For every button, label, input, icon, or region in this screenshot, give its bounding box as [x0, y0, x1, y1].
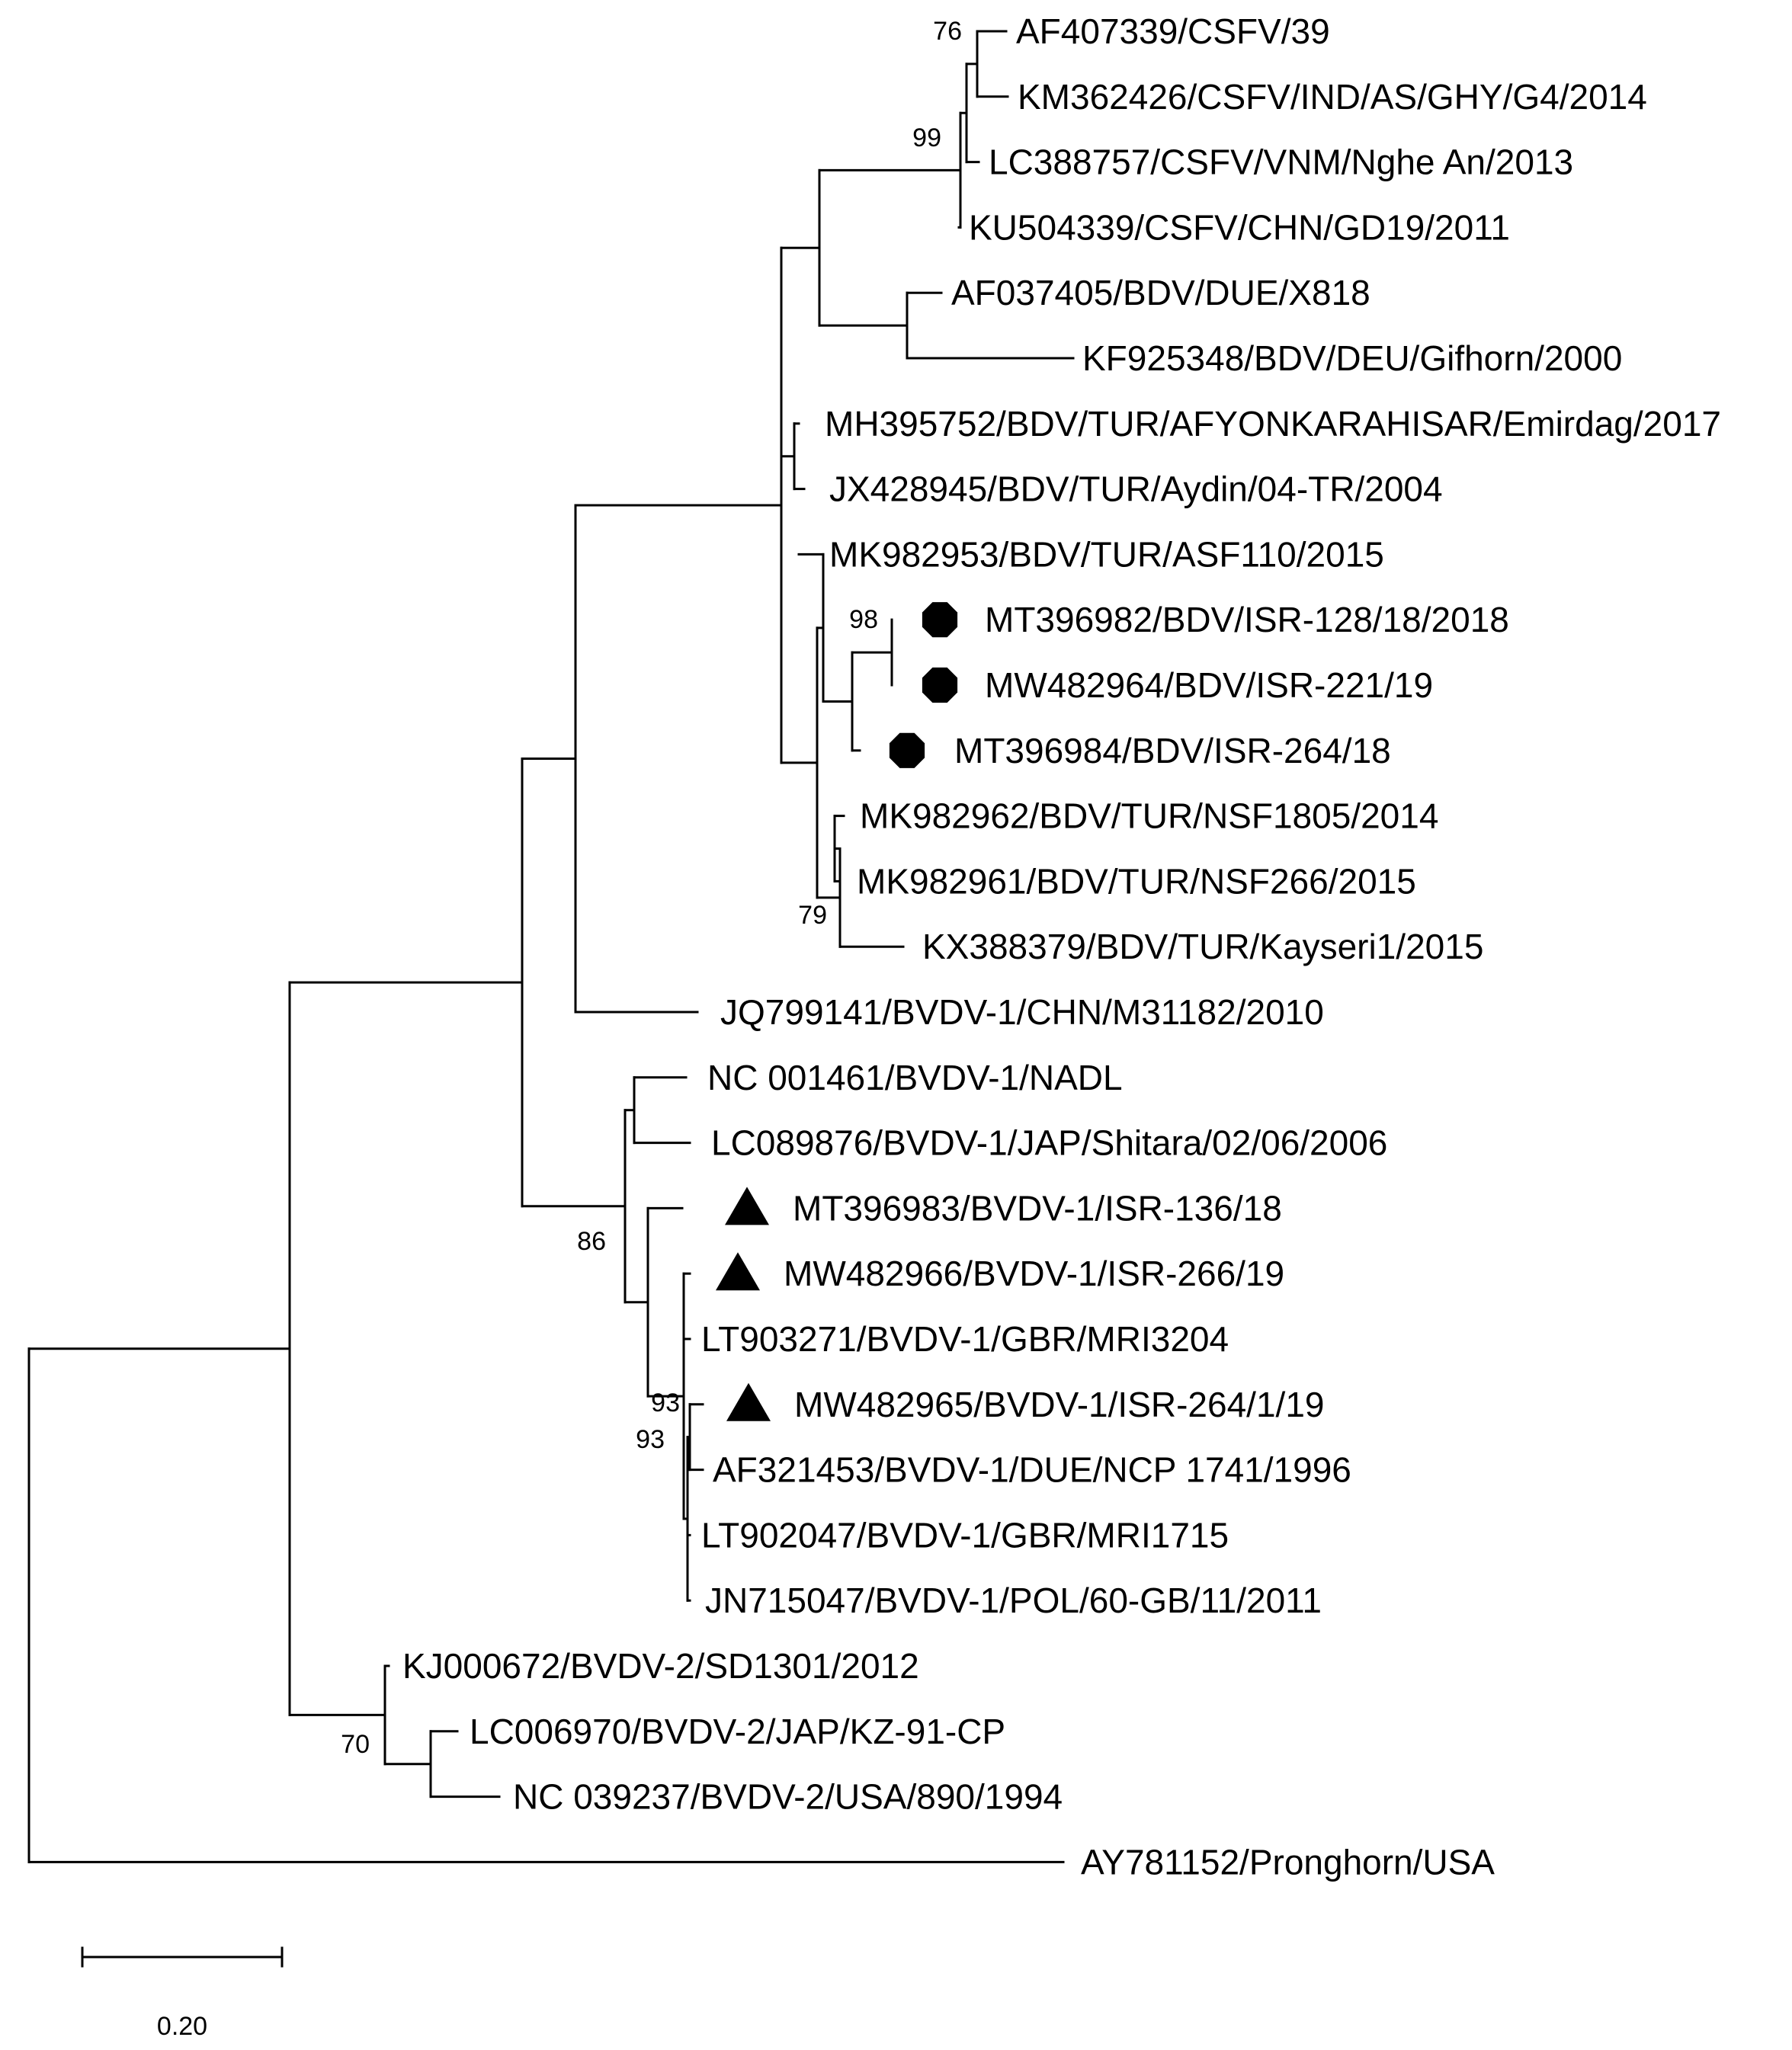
leaf-label-jq799141: JQ799141/BVDV-1/CHN/M31182/2010 [720, 992, 1324, 1032]
bootstrap-value-bs-isr-bdv: 98 [849, 605, 878, 634]
octagon-marker-icon [889, 732, 925, 768]
leaf-label-lc388757: LC388757/CSFV/VNM/Nghe An/2013 [989, 143, 1573, 182]
leaf-label-af037405: AF037405/BDV/DUE/X818 [951, 273, 1370, 312]
leaf-label-jn715047: JN715047/BVDV-1/POL/60-GB/11/2011 [705, 1581, 1322, 1620]
bootstrap-values: 76 99 98 79 86 93 93 70 [341, 17, 962, 1759]
leaf-label-af321453: AF321453/BVDV-1/DUE/NCP 1741/1996 [713, 1450, 1351, 1490]
bootstrap-value-bs-bvdv1: 86 [577, 1227, 606, 1256]
scale-bar-label: 0.20 [157, 2012, 207, 2041]
tree-branches [27, 30, 1075, 1863]
leaf-label-ay781152: AY781152/Pronghorn/USA [1081, 1842, 1495, 1882]
leaf-label-jx428945: JX428945/BDV/TUR/Aydin/04-TR/2004 [829, 469, 1443, 509]
triangle-marker-icon [725, 1187, 769, 1225]
leaf-markers [716, 602, 958, 1421]
bootstrap-value-bs-bvdv1-a: 93 [651, 1389, 680, 1417]
leaf-label-mk982953: MK982953/BDV/TUR/ASF110/2015 [829, 534, 1384, 574]
bootstrap-value-bs-tur-bdv: 79 [798, 901, 827, 930]
leaf-label-mw482964: MW482964/BDV/ISR-221/19 [985, 665, 1433, 705]
leaf-label-nc039237: NC 039237/BVDV-2/USA/890/1994 [513, 1777, 1063, 1817]
leaf-label-mt396983: MT396983/BVDV-1/ISR-136/18 [793, 1188, 1282, 1228]
scale-bar: 0.20 [81, 1946, 284, 2041]
leaf-label-mk982961: MK982961/BDV/TUR/NSF266/2015 [857, 861, 1416, 901]
octagon-marker-icon [922, 602, 958, 638]
leaf-label-kf925348: KF925348/BDV/DEU/Gifhorn/2000 [1082, 338, 1622, 378]
leaf-label-km362426: KM362426/CSFV/IND/AS/GHY/G4/2014 [1018, 77, 1647, 117]
triangle-marker-icon [716, 1252, 760, 1291]
leaf-label-kx388379: KX388379/BDV/TUR/Kayseri1/2015 [922, 927, 1483, 966]
octagon-marker-icon [922, 667, 958, 703]
leaf-label-mw482966: MW482966/BVDV-1/ISR-266/19 [784, 1254, 1284, 1293]
leaf-labels: AF407339/CSFV/39KM362426/CSFV/IND/AS/GHY… [402, 11, 1721, 1882]
leaf-label-lc006970: LC006970/BVDV-2/JAP/KZ-91-CP [470, 1712, 1005, 1751]
bootstrap-value-bs-bvdv1-b: 93 [636, 1425, 665, 1454]
triangle-marker-icon [726, 1382, 771, 1421]
leaf-label-mw482965: MW482965/BVDV-1/ISR-264/1/19 [794, 1385, 1324, 1424]
leaf-label-nc001461: NC 001461/BVDV-1/NADL [707, 1058, 1123, 1097]
leaf-label-mh395752: MH395752/BDV/TUR/AFYONKARAHISAR/Emirdag/… [825, 404, 1721, 444]
leaf-label-lc089876: LC089876/BVDV-1/JAP/Shitara/02/06/2006 [711, 1123, 1387, 1163]
bootstrap-value-bs-csfv: 99 [912, 123, 941, 152]
leaf-label-mt396984: MT396984/BDV/ISR-264/18 [954, 731, 1391, 770]
leaf-label-mk982962: MK982962/BDV/TUR/NSF1805/2014 [860, 796, 1438, 836]
leaf-label-mt396982: MT396982/BDV/ISR-128/18/2018 [985, 600, 1509, 639]
leaf-label-lt902047: LT902047/BVDV-1/GBR/MRI1715 [701, 1515, 1229, 1555]
leaf-label-ku504339: KU504339/CSFV/CHN/GD19/2011 [969, 207, 1510, 247]
leaf-label-af407339: AF407339/CSFV/39 [1016, 11, 1330, 51]
bootstrap-value-bs-bvdv2: 70 [341, 1730, 370, 1759]
bootstrap-value-bs-csfv-a: 76 [933, 17, 962, 46]
leaf-label-kj000672: KJ000672/BVDV-2/SD1301/2012 [402, 1646, 919, 1686]
leaf-label-lt903271: LT903271/BVDV-1/GBR/MRI3204 [701, 1319, 1229, 1359]
